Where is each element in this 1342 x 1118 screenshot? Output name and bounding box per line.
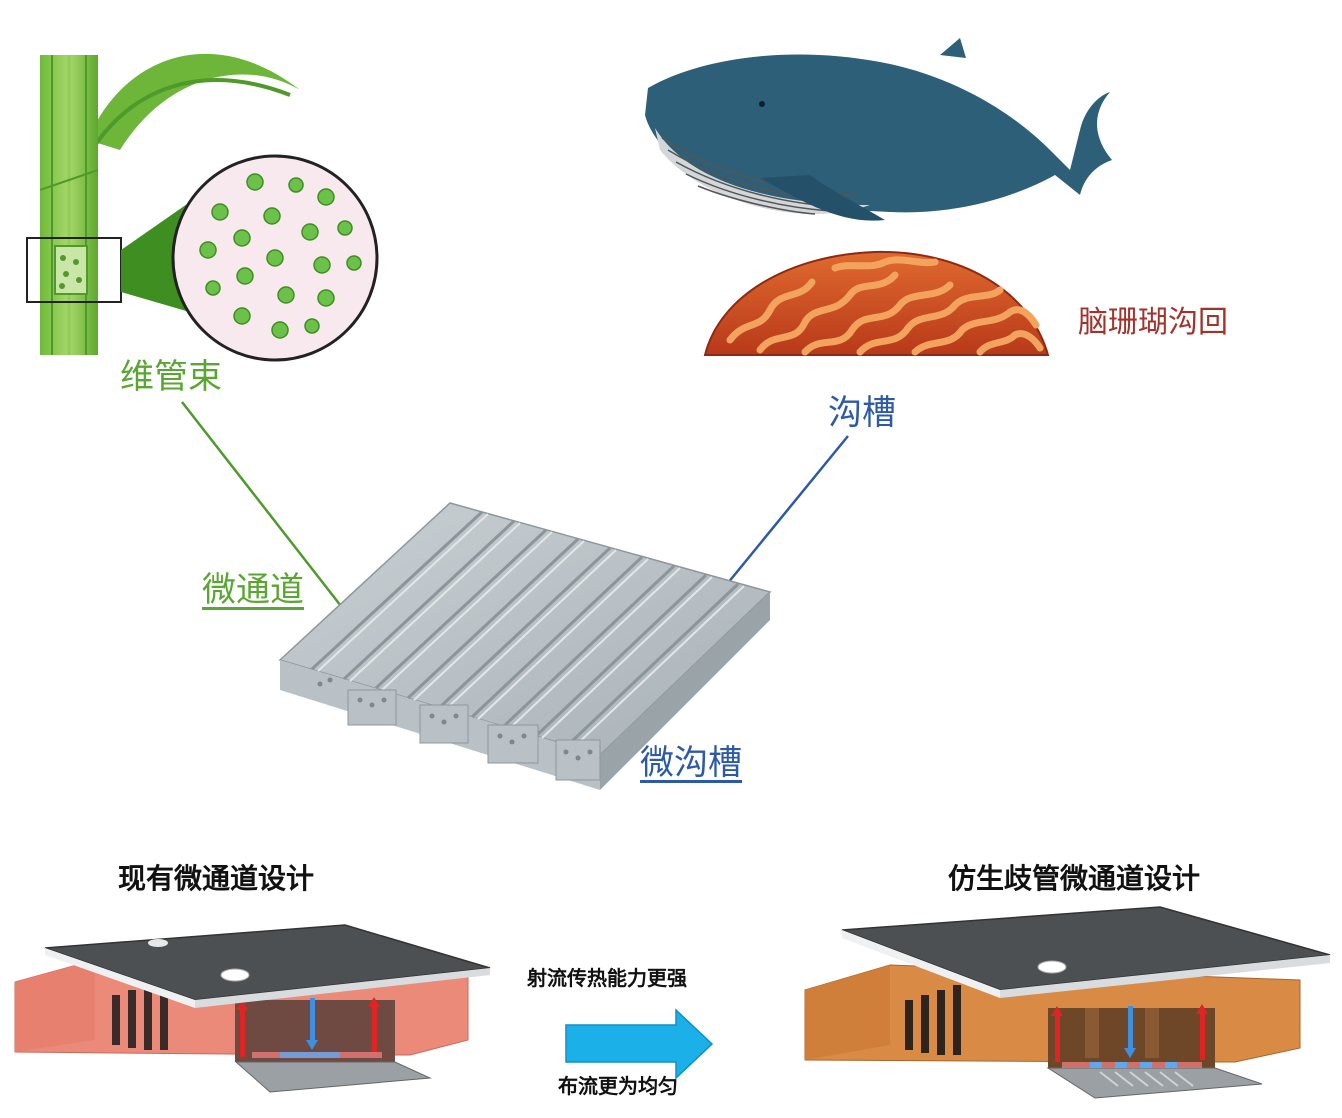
improvement-arrow: [565, 1008, 714, 1080]
label-micro-groove: 微沟槽: [640, 743, 742, 783]
label-brain-coral: 脑珊瑚沟回: [1078, 305, 1228, 340]
label-microchannel: 微通道: [202, 570, 304, 610]
label-groove: 沟槽: [828, 393, 896, 433]
label-uniform-flow: 布流更为均匀: [558, 1074, 678, 1098]
brain-coral-illustration: [703, 250, 1050, 356]
whale-illustration: [645, 38, 1112, 221]
title-bionic-design: 仿生歧管微通道设计: [948, 862, 1201, 895]
label-jet-heat-transfer: 射流传热能力更强: [527, 966, 687, 990]
title-existing-design: 现有微通道设计: [118, 862, 315, 895]
bionic-design-illustration: [804, 906, 1331, 1099]
plant-stem-illustration: [26, 53, 379, 362]
label-vascular-bundle: 维管束: [120, 357, 222, 397]
existing-design-illustration: [14, 924, 491, 1093]
microchannel-plate-illustration: [278, 502, 772, 790]
